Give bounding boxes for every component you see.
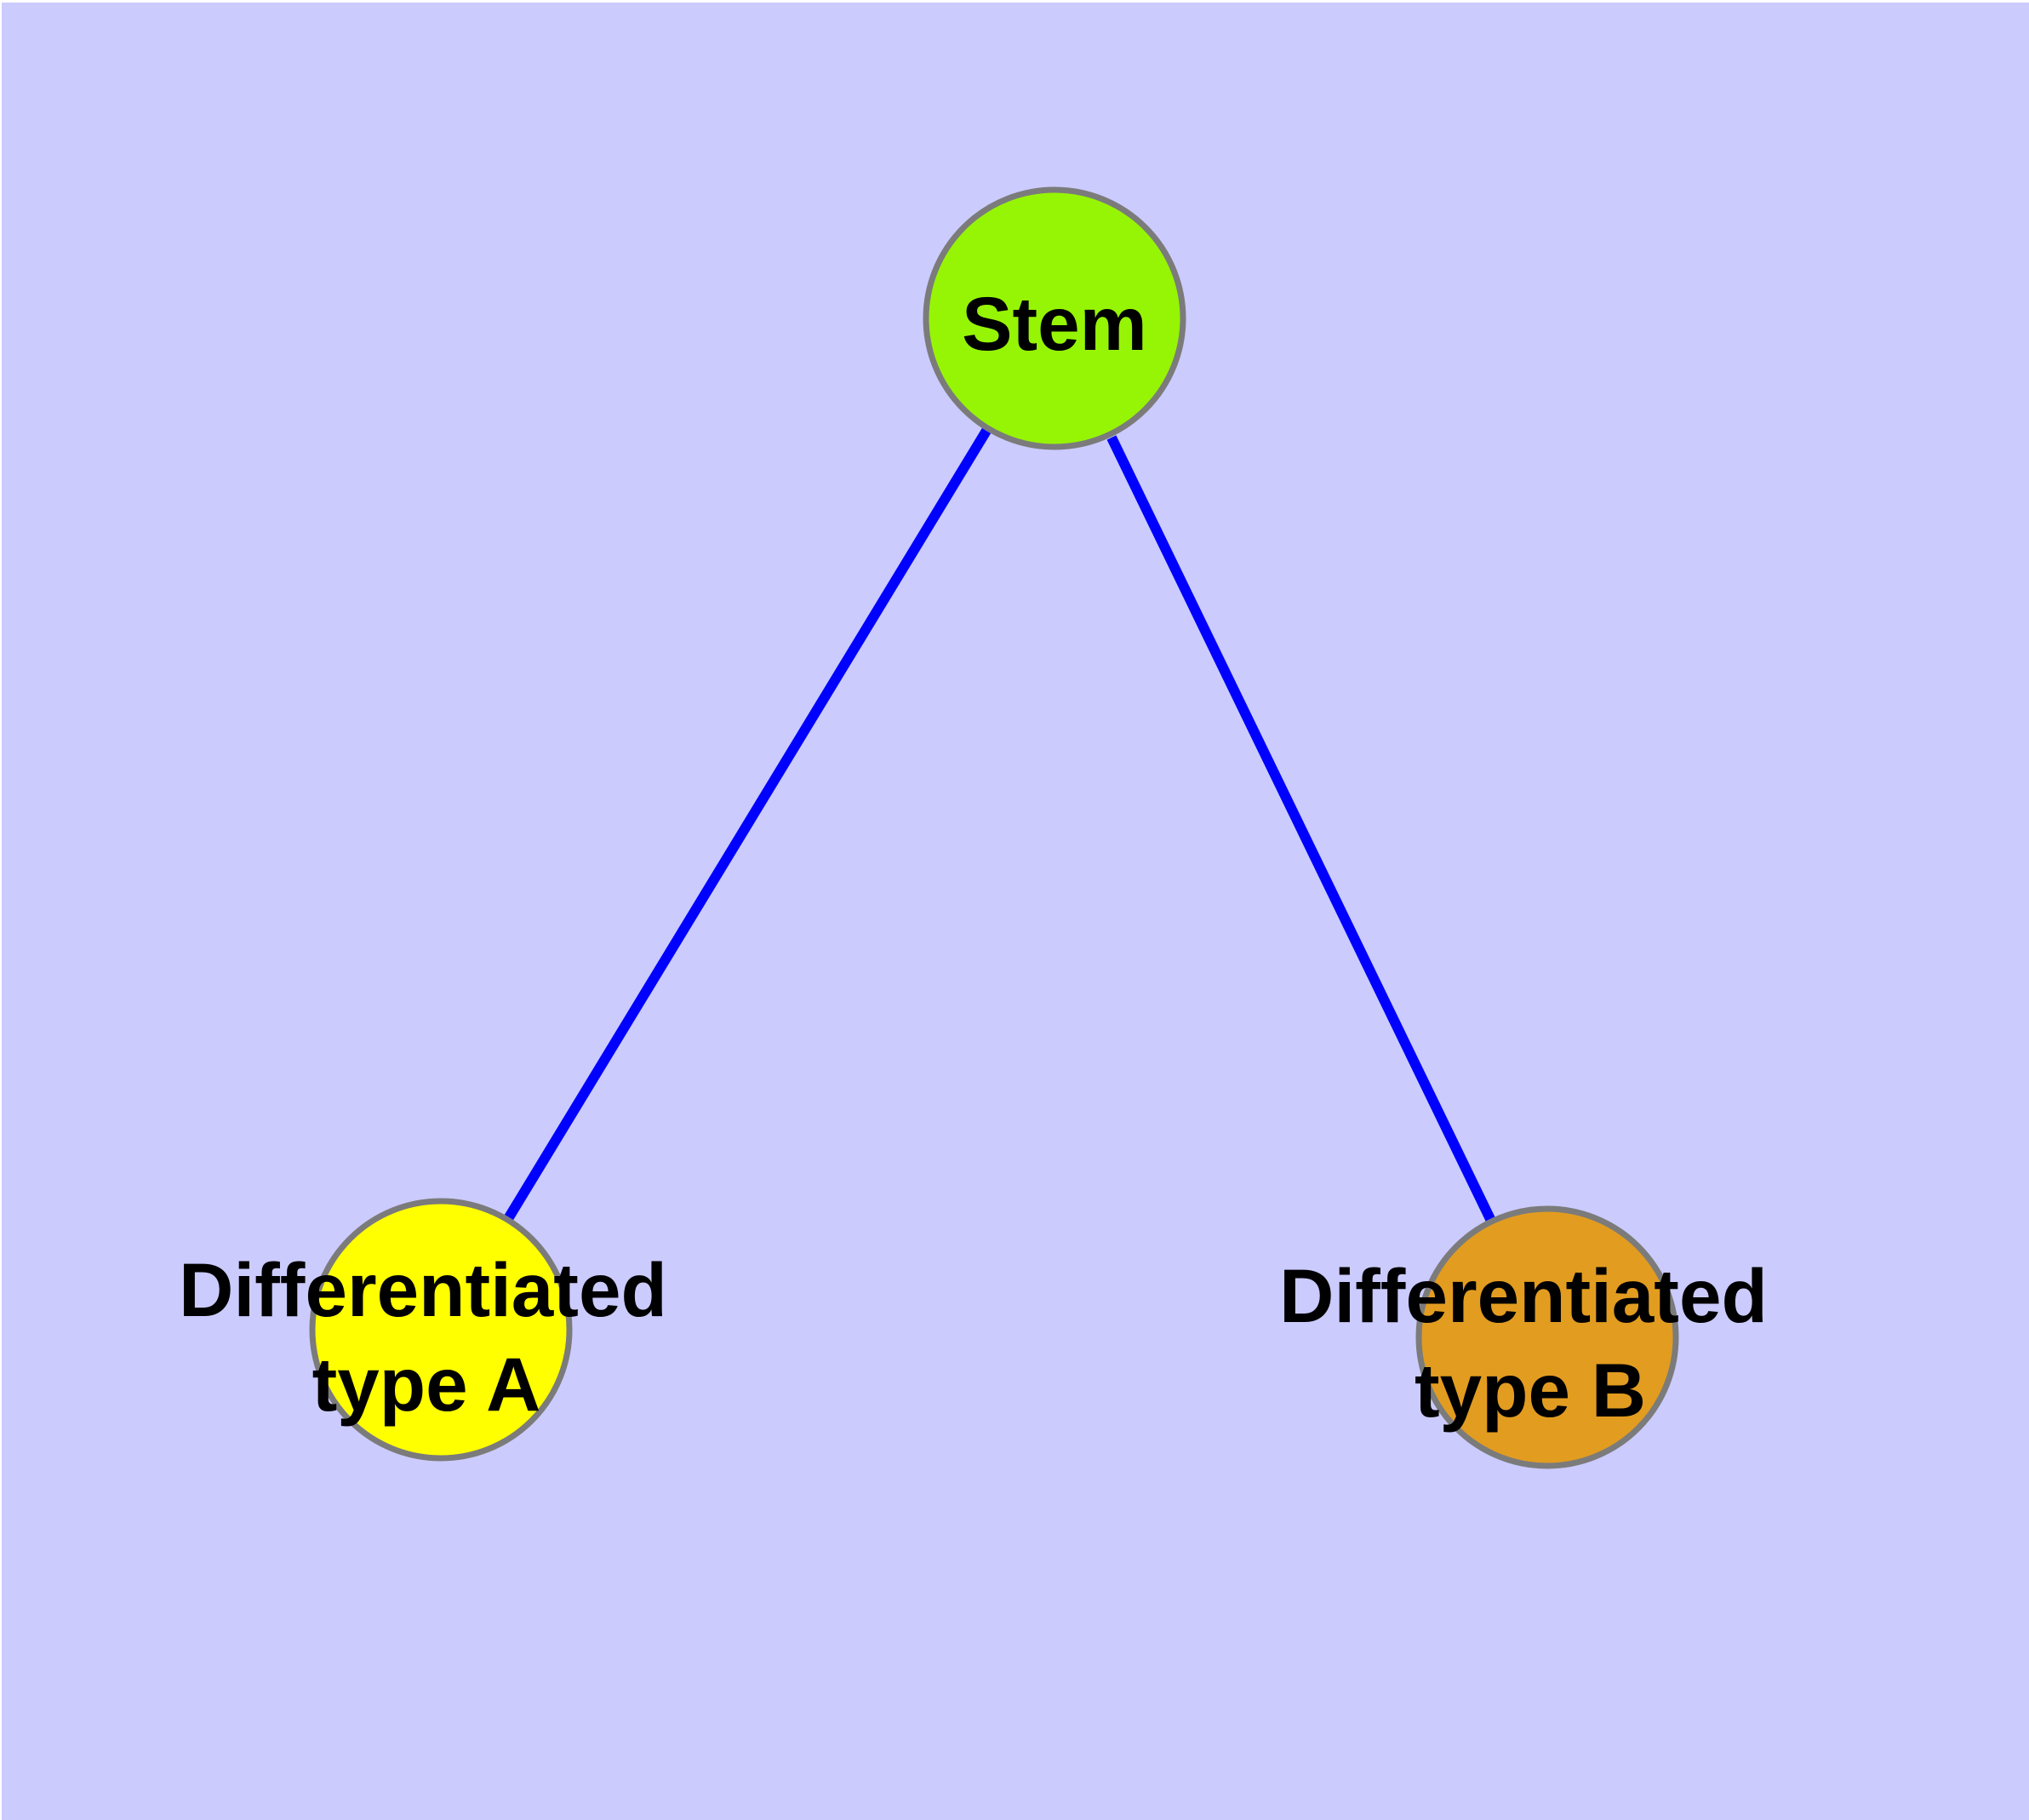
node-type-b-circle	[1415, 1205, 1679, 1469]
node-differentiated-type-a: Differentiated type A	[179, 1198, 667, 1462]
node-type-a-label-line1: Differentiated	[179, 1247, 667, 1332]
node-type-a-label-line2: type A	[312, 1342, 541, 1427]
node-differentiated-type-b: Differentiated type B	[1279, 1205, 1768, 1469]
node-stem: Stem	[923, 186, 1186, 450]
node-type-a-circle	[309, 1198, 573, 1462]
edge-stem-to-type-b	[1106, 435, 1495, 1222]
node-stem-label: Stem	[962, 281, 1147, 366]
node-type-b-label-line2: type B	[1415, 1348, 1646, 1433]
edge-stem-to-type-a	[504, 427, 992, 1221]
node-type-b-label-line1: Differentiated	[1279, 1253, 1768, 1338]
node-stem-circle	[923, 186, 1186, 450]
